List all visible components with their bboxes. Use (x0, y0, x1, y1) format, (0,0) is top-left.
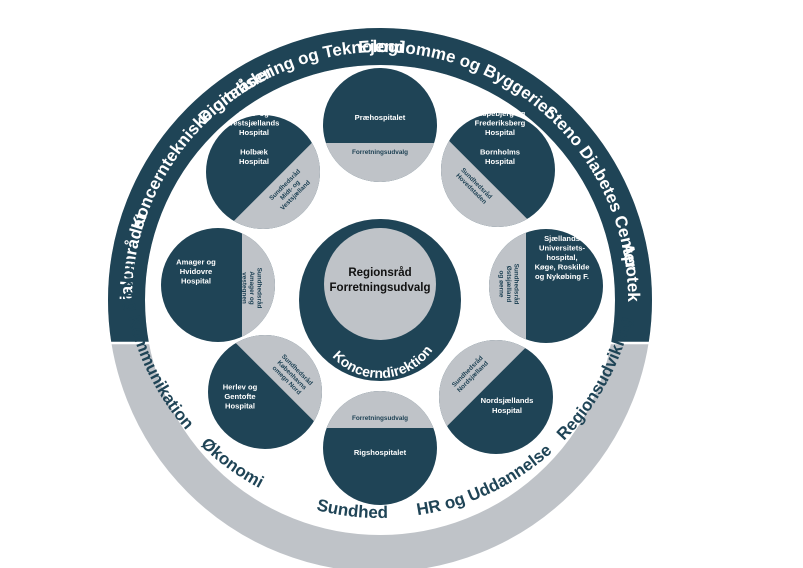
outer-ring-dark (108, 28, 652, 343)
node-nordsjaellands-label: Hospital (492, 406, 522, 415)
node-sjaellands-sublabel: og øerne (498, 271, 505, 298)
node-midt: Midt- ogVestsjællandsHospitalHolbækHospi… (206, 109, 320, 229)
node-herlev-label: Herlev og (223, 382, 258, 391)
node-midt-label: Hospital (239, 157, 269, 166)
node-midt-label: Hospital (239, 128, 269, 137)
center-circle: RegionsrådForretningsudvalgKoncerndirekt… (299, 219, 461, 381)
ring-label-politik: Politik og Kommunikation (0, 0, 198, 433)
node-sjaellands-label: Universitets- (539, 243, 585, 252)
node-praehospitalet-label: Præhospitalet (355, 113, 406, 122)
node-herlev: Herlev ogGentofteHospitalSundhedsrådKøbe… (208, 335, 322, 449)
center-title-line2: Forretningsudvalg (330, 282, 431, 294)
node-bispebjerg-label: Hospital (485, 128, 515, 137)
node-sjaellands-label: Sjællands (544, 234, 580, 243)
hospital-nodes: PræhospitaletForretningsudvalgBispebjerg… (161, 68, 603, 505)
node-rigshospitalet-sublabel: Forretningsudvalg (352, 415, 408, 422)
node-sjaellands-sublabel: Sundhedsråd (512, 264, 520, 305)
node-praehospitalet-sublabel: Forretningsudvalg (352, 149, 408, 156)
node-sjaellands-light (489, 229, 526, 343)
node-amager-light (242, 228, 275, 342)
center-title-line1: Regionsråd (348, 267, 411, 279)
node-amager-label: Hvidovre (180, 267, 213, 276)
node-sjaellands-label: hospital, (546, 253, 577, 262)
node-bispebjerg-label: Frederiksberg (475, 119, 526, 128)
node-bispebjerg: Bispebjerg ogFrederiksbergHospitalBornho… (441, 109, 555, 227)
node-nordsjaellands-label: Nordsjællands (481, 396, 534, 405)
node-amager-label: Amager og (176, 257, 216, 266)
node-midt-label: Vestsjællands (229, 119, 280, 128)
regionsraad-circle (324, 228, 436, 340)
node-bispebjerg-label: Bispebjerg og (475, 109, 526, 118)
node-sjaellands-label: og Nykøbing F. (535, 272, 589, 281)
node-rigshospitalet-light (323, 391, 437, 428)
node-midt-label: Midt- og (239, 109, 269, 118)
node-bispebjerg-label: Hospital (485, 157, 515, 166)
node-amager-label: Hospital (181, 277, 211, 286)
node-herlev-label: Hospital (225, 402, 255, 411)
node-nordsjaellands: NordsjællandsHospitalSundhedsrådNordsjæl… (439, 340, 553, 454)
node-bispebjerg-label: Bornholms (480, 147, 520, 156)
node-midt-label: Holbæk (240, 147, 269, 156)
node-sjaellands-label: Køge, Roskilde (535, 263, 590, 272)
node-rigshospitalet: Rigshospitalet Forretningsudvalg (323, 391, 437, 505)
node-amager-sublabel: Sundhedsråd (255, 268, 263, 309)
node-herlev-label: Gentofte (224, 392, 255, 401)
ring-label-socialomraadet: Socialområdet (0, 0, 151, 300)
node-amager-sublabel: vestegnen (241, 272, 248, 304)
node-rigshospitalet-label: Rigshospitalet (354, 448, 407, 457)
node-sjaellands-sublabel: Østsjælland (505, 266, 512, 303)
node-amager-sublabel: Amager og (248, 271, 255, 304)
node-praehospitalet-light (323, 143, 437, 182)
